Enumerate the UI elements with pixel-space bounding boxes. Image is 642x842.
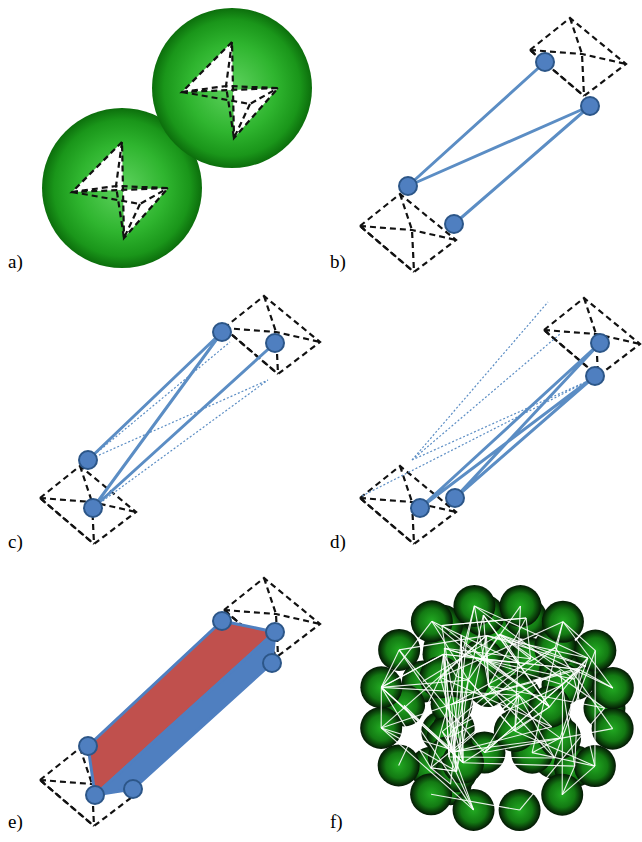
bond-line: [519, 695, 554, 758]
bond-line: [562, 766, 595, 795]
bond-line: [461, 635, 463, 763]
bond-line: [452, 669, 580, 704]
bond-line: [442, 618, 526, 625]
bond-line: [562, 766, 574, 795]
panel-b: [360, 18, 626, 272]
bond-line: [381, 687, 382, 728]
bond-line: [500, 634, 586, 666]
bond-line: [381, 654, 443, 687]
bond-line: [579, 669, 613, 688]
bond-line: [454, 648, 556, 729]
bond-line: [519, 695, 552, 727]
bond-line: [520, 708, 605, 810]
bond-line: [461, 635, 463, 763]
sphere: [542, 601, 584, 643]
sphere: [453, 585, 495, 627]
bond-line: [381, 680, 468, 687]
bond-line: [442, 625, 463, 762]
bond-line: [381, 728, 452, 750]
bond-line: [431, 695, 519, 767]
panel-label: c): [8, 532, 23, 551]
bond-line: [484, 729, 612, 753]
bond-line: [515, 731, 595, 766]
panel-c: [40, 296, 320, 544]
bond-line: [399, 677, 441, 765]
bond-line: [474, 606, 574, 679]
panel-label: b): [330, 252, 346, 271]
bond-line: [431, 794, 520, 810]
bond-line: [449, 756, 555, 758]
bond-line: [381, 728, 473, 810]
panel-label: e): [8, 812, 23, 831]
bond-line: [486, 636, 587, 658]
bond-line: [381, 621, 431, 687]
bond-line: [381, 728, 456, 771]
bond-line: [381, 650, 399, 687]
bond-line: [562, 685, 563, 795]
bond-line: [451, 645, 467, 784]
bond-line: [594, 651, 596, 767]
panel-label: a): [8, 252, 23, 271]
bond-line: [468, 680, 514, 731]
panel-e: [40, 578, 320, 826]
panel-label: d): [330, 532, 346, 551]
panel-label: f): [330, 812, 343, 831]
bond-line: [555, 648, 612, 729]
panel-a: [42, 8, 312, 268]
bond-line: [381, 636, 486, 728]
bond-line: [474, 606, 587, 658]
bond-line: [468, 680, 514, 731]
sphere: [152, 8, 312, 168]
bond-line: [466, 645, 549, 706]
sphere: [378, 744, 420, 786]
bond-line: [563, 622, 595, 651]
panel-f: [360, 585, 634, 831]
bond-line: [381, 687, 430, 767]
bond-line: [482, 660, 574, 680]
bond-line: [440, 654, 443, 677]
bond-line: [440, 622, 563, 678]
sphere: [499, 789, 541, 831]
bond-line: [532, 753, 595, 766]
panel-d: [360, 298, 640, 544]
bond-line: [453, 738, 560, 752]
bond-line: [448, 738, 454, 752]
